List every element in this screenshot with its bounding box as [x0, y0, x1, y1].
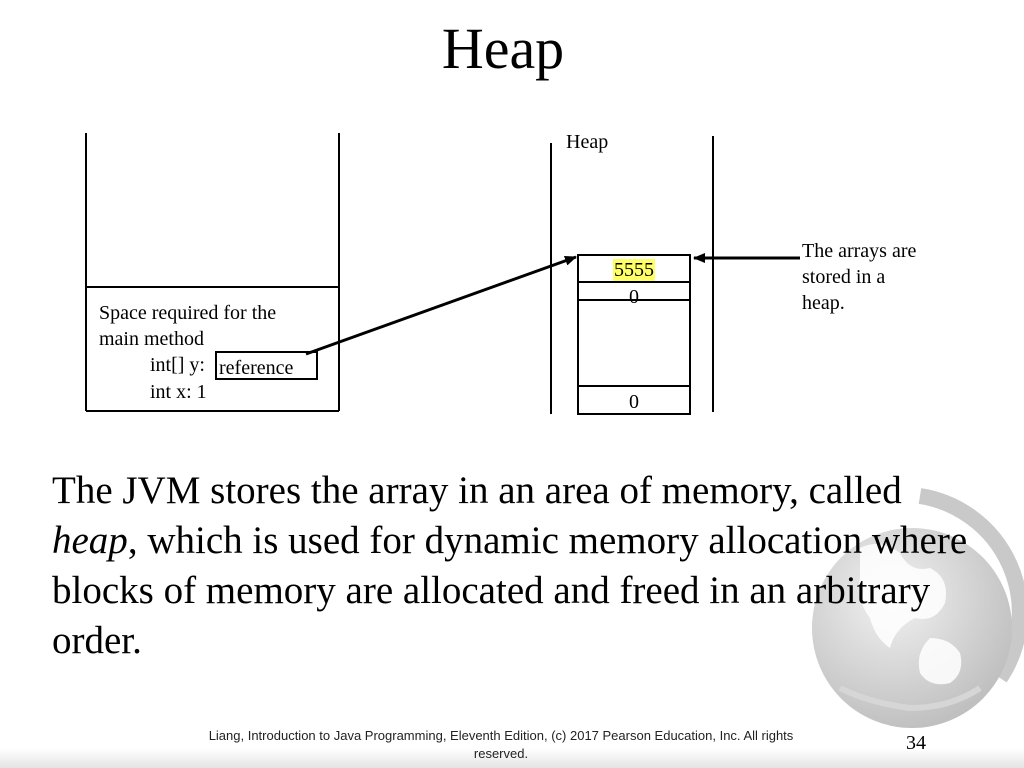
globe-icon	[812, 488, 1024, 728]
var-x-label: int x: 1	[150, 381, 207, 403]
heap-note-line2: stored in a	[802, 266, 886, 288]
reference-arrow	[305, 255, 577, 356]
heap-walls	[550, 136, 714, 414]
array-cell-last: 0	[629, 391, 639, 413]
frame-label-line1: Space required for the	[99, 302, 277, 324]
var-y-label: int[] y:	[150, 354, 205, 376]
stack-box	[85, 133, 340, 412]
page-number: 34	[906, 732, 926, 754]
body-text-emphasis: heap	[52, 519, 128, 562]
array-cell-0: 5555	[578, 258, 690, 282]
heap-label: Heap	[566, 131, 609, 153]
reference-box	[215, 351, 318, 380]
slide-bottom-band	[0, 748, 1024, 768]
body-text-part2: , which is used for dynamic memory alloc…	[52, 519, 968, 662]
heap-note-line3: heap.	[802, 292, 845, 314]
slide-title: Heap	[441, 16, 565, 81]
heap-note-line1: The arrays are	[802, 240, 917, 262]
array-cells	[577, 254, 691, 415]
body-text-part1: The JVM stores the array in an area of m…	[52, 469, 902, 512]
array-cell-0-value: 5555	[613, 259, 655, 281]
reference-label: reference	[219, 357, 294, 379]
frame-label-line2: main method	[99, 328, 204, 350]
slide-footer: Liang, Introduction to Java Programming,…	[208, 728, 794, 761]
slide-body-text: The JVM stores the array in an area of m…	[52, 466, 982, 666]
array-cell-1: 0	[629, 286, 639, 308]
